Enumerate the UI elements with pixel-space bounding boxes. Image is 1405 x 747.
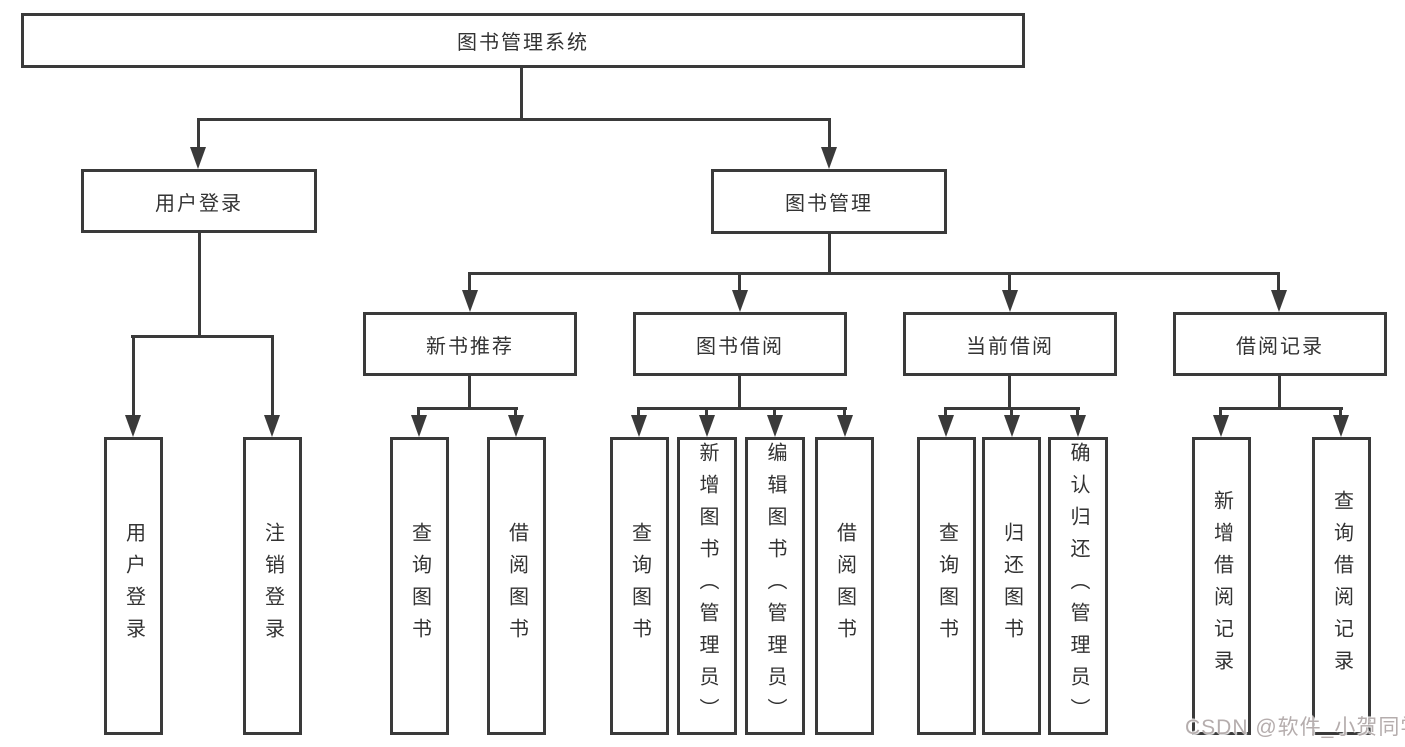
arrow-down-icon — [264, 415, 280, 437]
node-bb-edit-books-label: 编辑图书（管理员） — [764, 442, 786, 730]
node-bb-add-books-label: 新增图书（管理员） — [696, 442, 718, 730]
connector-line — [1277, 275, 1280, 292]
arrow-down-icon — [1333, 415, 1349, 437]
node-user-login: 用户登录 — [81, 169, 317, 233]
node-borrow-records-label: 借阅记录 — [1236, 335, 1324, 358]
connector-line — [944, 407, 1080, 410]
node-br-query-record: 查询借阅记录 — [1312, 437, 1371, 735]
connector-line — [1008, 376, 1011, 407]
arrow-down-icon — [837, 415, 853, 437]
arrow-down-icon — [508, 415, 524, 437]
node-bb-borrow-books-label: 借阅图书 — [833, 522, 856, 650]
node-new-book-rec: 新书推荐 — [363, 312, 577, 376]
node-login: 用户登录 — [104, 437, 163, 735]
arrow-down-icon — [190, 147, 206, 169]
node-book-borrow: 图书借阅 — [633, 312, 847, 376]
node-bb-query-books: 查询图书 — [610, 437, 669, 735]
connector-line — [514, 410, 517, 418]
connector-line — [944, 410, 947, 418]
connector-line — [1010, 410, 1013, 418]
node-logout: 注销登录 — [243, 437, 302, 735]
csdn-watermark: CSDN @软件_小贺同学 — [1185, 716, 1405, 739]
connector-line — [198, 233, 201, 335]
arrow-down-icon — [1004, 415, 1020, 437]
node-root: 图书管理系统 — [21, 13, 1025, 68]
connector-line — [738, 275, 741, 292]
connector-line — [271, 338, 274, 418]
node-bb-borrow-books: 借阅图书 — [815, 437, 874, 735]
node-bb-query-books-label: 查询图书 — [628, 522, 651, 650]
node-br-add-record-label: 新增借阅记录 — [1210, 490, 1233, 682]
arrow-down-icon — [767, 415, 783, 437]
connector-line — [1219, 410, 1222, 418]
node-rec-query-books-label: 查询图书 — [408, 522, 431, 650]
node-cb-query-books-label: 查询图书 — [935, 522, 958, 650]
node-br-query-record-label: 查询借阅记录 — [1330, 490, 1353, 682]
connector-line — [132, 338, 135, 418]
connector-line — [468, 275, 471, 292]
arrow-down-icon — [125, 415, 141, 437]
node-new-book-rec-label: 新书推荐 — [426, 335, 514, 358]
node-cb-query-books: 查询图书 — [917, 437, 976, 735]
node-login-label: 用户登录 — [122, 522, 145, 650]
node-root-label: 图书管理系统 — [457, 32, 589, 54]
connector-line — [417, 410, 420, 418]
connector-line — [637, 410, 640, 418]
connector-line — [705, 410, 708, 418]
connector-line — [738, 376, 741, 407]
arrow-down-icon — [1002, 290, 1018, 312]
node-book-borrow-label: 图书借阅 — [696, 335, 784, 358]
node-logout-label: 注销登录 — [261, 522, 284, 650]
node-current-borrow: 当前借阅 — [903, 312, 1117, 376]
node-cb-confirm-return: 确认归还（管理员） — [1048, 437, 1108, 735]
arrow-down-icon — [1070, 415, 1086, 437]
arrow-down-icon — [938, 415, 954, 437]
arrow-down-icon — [631, 415, 647, 437]
node-bb-add-books: 新增图书（管理员） — [677, 437, 737, 735]
connector-line — [1076, 410, 1079, 418]
connector-line — [131, 335, 274, 338]
node-bb-edit-books: 编辑图书（管理员） — [745, 437, 805, 735]
connector-line — [1278, 376, 1281, 407]
connector-line — [1339, 410, 1342, 418]
connector-line — [843, 410, 846, 418]
node-current-borrow-label: 当前借阅 — [966, 335, 1054, 358]
connector-line — [1219, 407, 1343, 410]
arrow-down-icon — [821, 147, 837, 169]
connector-line — [1008, 275, 1011, 292]
node-rec-borrow-books: 借阅图书 — [487, 437, 546, 735]
node-rec-borrow-books-label: 借阅图书 — [505, 522, 528, 650]
arrow-down-icon — [732, 290, 748, 312]
connector-line — [828, 234, 831, 272]
connector-line — [468, 272, 1280, 275]
arrow-down-icon — [1213, 415, 1229, 437]
connector-line — [520, 68, 523, 118]
arrow-down-icon — [699, 415, 715, 437]
node-br-add-record: 新增借阅记录 — [1192, 437, 1251, 735]
connector-line — [197, 118, 831, 121]
node-user-login-label: 用户登录 — [155, 192, 243, 215]
node-cb-confirm-return-label: 确认归还（管理员） — [1067, 442, 1089, 730]
node-book-mgmt-label: 图书管理 — [785, 193, 873, 215]
node-borrow-records: 借阅记录 — [1173, 312, 1387, 376]
arrow-down-icon — [462, 290, 478, 312]
node-cb-return-books: 归还图书 — [982, 437, 1041, 735]
connector-line — [197, 121, 200, 149]
connector-line — [637, 407, 847, 410]
node-rec-query-books: 查询图书 — [390, 437, 449, 735]
arrow-down-icon — [411, 415, 427, 437]
connector-line — [828, 121, 831, 149]
connector-line — [417, 407, 518, 410]
arrow-down-icon — [1271, 290, 1287, 312]
connector-line — [773, 410, 776, 418]
connector-line — [468, 376, 471, 407]
node-book-mgmt: 图书管理 — [711, 169, 947, 234]
node-cb-return-books-label: 归还图书 — [1000, 522, 1023, 650]
